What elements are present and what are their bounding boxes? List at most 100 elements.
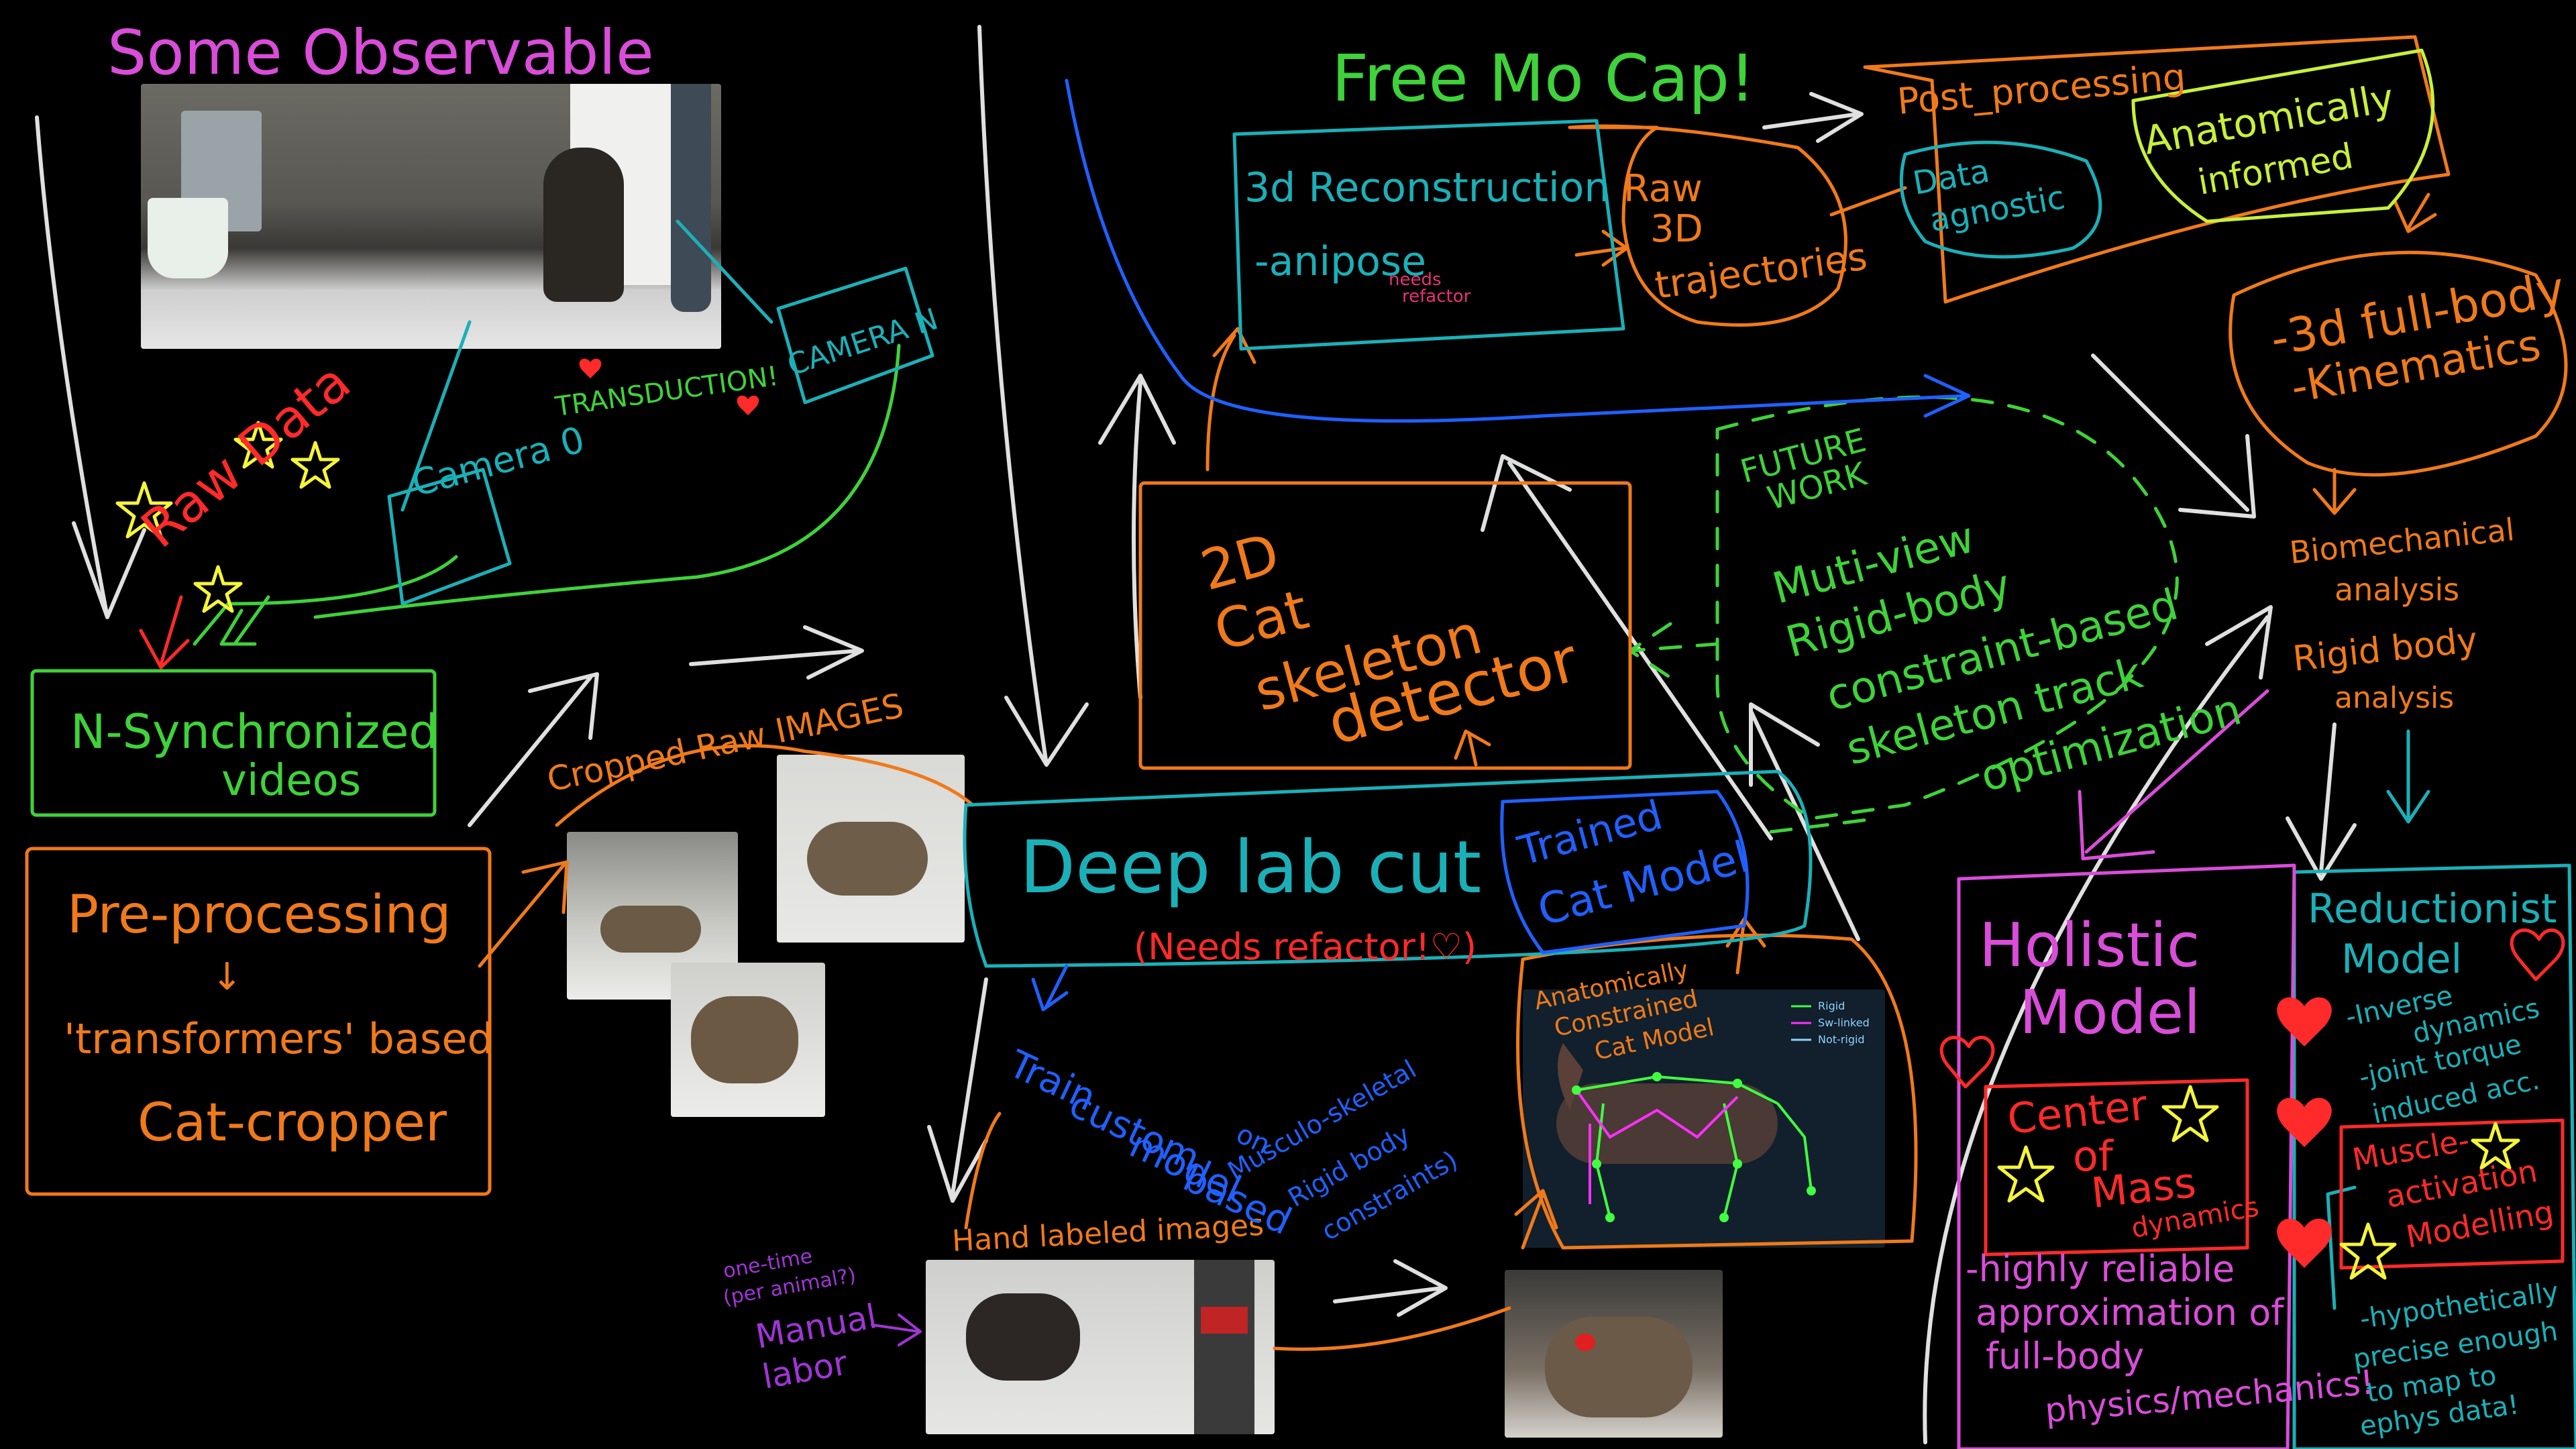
- star-5: [1997, 1145, 2055, 1203]
- star-4: [193, 565, 243, 613]
- preprocessing-line2: 'transformers' based: [64, 1014, 494, 1063]
- cat-silhouette: [1545, 1317, 1693, 1417]
- cat-silhouette: [600, 906, 701, 953]
- white-arrow-labeled: [1333, 1259, 1448, 1317]
- preprocessing-arrow: ↓: [211, 955, 243, 999]
- cat-silhouette: [543, 148, 624, 302]
- hand-labeled-photo: [926, 1260, 1275, 1434]
- needs-refactor-small-2: refactor: [1402, 286, 1471, 307]
- white-arrow-postproc: [1762, 92, 1864, 143]
- white-arrow-up-dlc: [1098, 374, 1176, 700]
- magenta-arrow-holistic: [2078, 689, 2269, 861]
- kinematics-blob: [2229, 250, 2568, 477]
- holistic-box: [1957, 863, 2296, 1449]
- legend-swatches: [1791, 1005, 1811, 1041]
- orange-arrow-biomech: [2312, 468, 2357, 515]
- red-hearts: [579, 358, 2332, 1268]
- biomech-line1: Biomechanical: [2288, 511, 2516, 571]
- camera-n-line: [676, 219, 773, 324]
- camera-0-line: [400, 320, 472, 512]
- orange-arrow-raw3d: [1574, 229, 1629, 267]
- red-strap: [1201, 1307, 1248, 1334]
- plant-pot: [148, 198, 228, 278]
- n-synchronized-line2: videos: [221, 756, 361, 806]
- anatomical-model-panel: Rigid Sw-linked Not-rigid: [1523, 989, 1885, 1248]
- deeplabcut-box: [963, 769, 1813, 968]
- title-some-observable: Some Observable: [107, 17, 654, 89]
- person-leg: [671, 84, 711, 312]
- camera-n-label: CAMERA N: [784, 302, 943, 382]
- orange-arrow-up-skeleton: [1454, 729, 1491, 767]
- white-arrow-cropped: [468, 672, 599, 827]
- biomech-line2: analysis: [2334, 572, 2459, 608]
- n-synchronized-box: [30, 669, 437, 817]
- legend-rigid: Rigid: [1818, 1000, 1845, 1012]
- cat-silhouette: [966, 1293, 1080, 1381]
- raw-data-text: Raw Data: [130, 352, 362, 559]
- camera-0-box: [387, 468, 512, 606]
- green-camera0-link: [193, 555, 458, 646]
- needs-refactor-big: (Needs refactor!♡): [1134, 926, 1477, 968]
- purple-lines: [871, 1313, 922, 1346]
- orange-arrow-model: [1514, 1189, 1558, 1250]
- needs-refactor-small-1: needs: [1389, 270, 1442, 290]
- orange-arrow-kinematics: [2393, 193, 2437, 233]
- orange-arrow-postproc: [1829, 186, 1907, 217]
- preprocessing-line1: Pre-processing: [67, 885, 451, 945]
- trained-cat-model-box: [1500, 790, 1750, 955]
- com-line3: Mass: [2089, 1158, 2198, 1218]
- preprocessing-box: [25, 847, 492, 1196]
- purple-arrow-labor: [871, 1313, 922, 1346]
- rigid-analysis-line2: analysis: [2334, 681, 2454, 715]
- person-leg: [1194, 1260, 1254, 1434]
- white-arrow-biomech: [2091, 354, 2256, 519]
- cat-body-shape: [1556, 1083, 1778, 1164]
- hand-labeled-label: Hand labeled images: [951, 1208, 1265, 1258]
- muscle-activation-box: [2339, 1118, 2565, 1270]
- star-7: [2339, 1222, 2397, 1280]
- blue-lines: [1031, 78, 1971, 1012]
- orange-line-labeled: [1273, 1306, 1511, 1351]
- reductionist-line2: Model: [2341, 936, 2462, 983]
- star-8: [2471, 1122, 2520, 1170]
- holistic-desc-3: full-body: [1986, 1335, 2144, 1377]
- star-1: [115, 481, 173, 539]
- orange-arrow-up-reconstruction: [1205, 327, 1256, 472]
- data-agnostic-blob: [1899, 140, 2102, 259]
- orange-arrow-cropper: [478, 860, 569, 968]
- red-arrow-raw-data: [139, 595, 190, 669]
- white-arrow-down-left: [35, 115, 146, 619]
- lime-lines: [2131, 48, 2435, 223]
- reconstruction-line1: 3d Reconstruction: [1244, 164, 1609, 211]
- raw3d-blob: [1568, 124, 1847, 327]
- skeleton-detector-box: [1138, 481, 1632, 770]
- preprocessing-line3: Cat-cropper: [138, 1093, 447, 1153]
- star-2: [233, 421, 283, 469]
- blue-arrow-top: [1065, 78, 1971, 423]
- center-of-mass-box: [1984, 1078, 2249, 1256]
- rigid-analysis-line1: Rigid body: [2291, 620, 2479, 680]
- green-lines: [30, 343, 901, 817]
- white-arrow-holistic: [1923, 605, 2273, 1444]
- free-mocap-title: Free Mo Cap!: [1332, 41, 1756, 116]
- red-lines: [139, 595, 2565, 1270]
- holistic-line1: Holistic: [1979, 910, 2200, 981]
- post-processing-label: Post_processing: [1896, 56, 2188, 123]
- white-arrow-reductionist: [2286, 722, 2357, 881]
- camera-0-label: Camera 0: [407, 419, 589, 505]
- raw3d-line2: 3D: [1650, 207, 1703, 251]
- blue-arrow-down: [1031, 964, 1069, 1012]
- teal-arrow-rigid: [2386, 729, 2430, 824]
- orange-line-hand: [964, 1112, 1002, 1230]
- star-6: [2161, 1085, 2219, 1142]
- camera-view-photo: [141, 84, 721, 349]
- white-arrow-dlc-down: [927, 977, 988, 1203]
- yellow-stars: [115, 421, 2520, 1280]
- deeplabcut-label: Deep lab cut: [1020, 826, 1481, 910]
- legend-linked: Sw-linked: [1818, 1016, 1870, 1029]
- red-outline-hearts: [1939, 928, 2565, 1089]
- camera-n-box: [776, 266, 934, 405]
- cat-head-shape: [1558, 1043, 1583, 1110]
- anatomically-informed-blob: [2131, 48, 2435, 223]
